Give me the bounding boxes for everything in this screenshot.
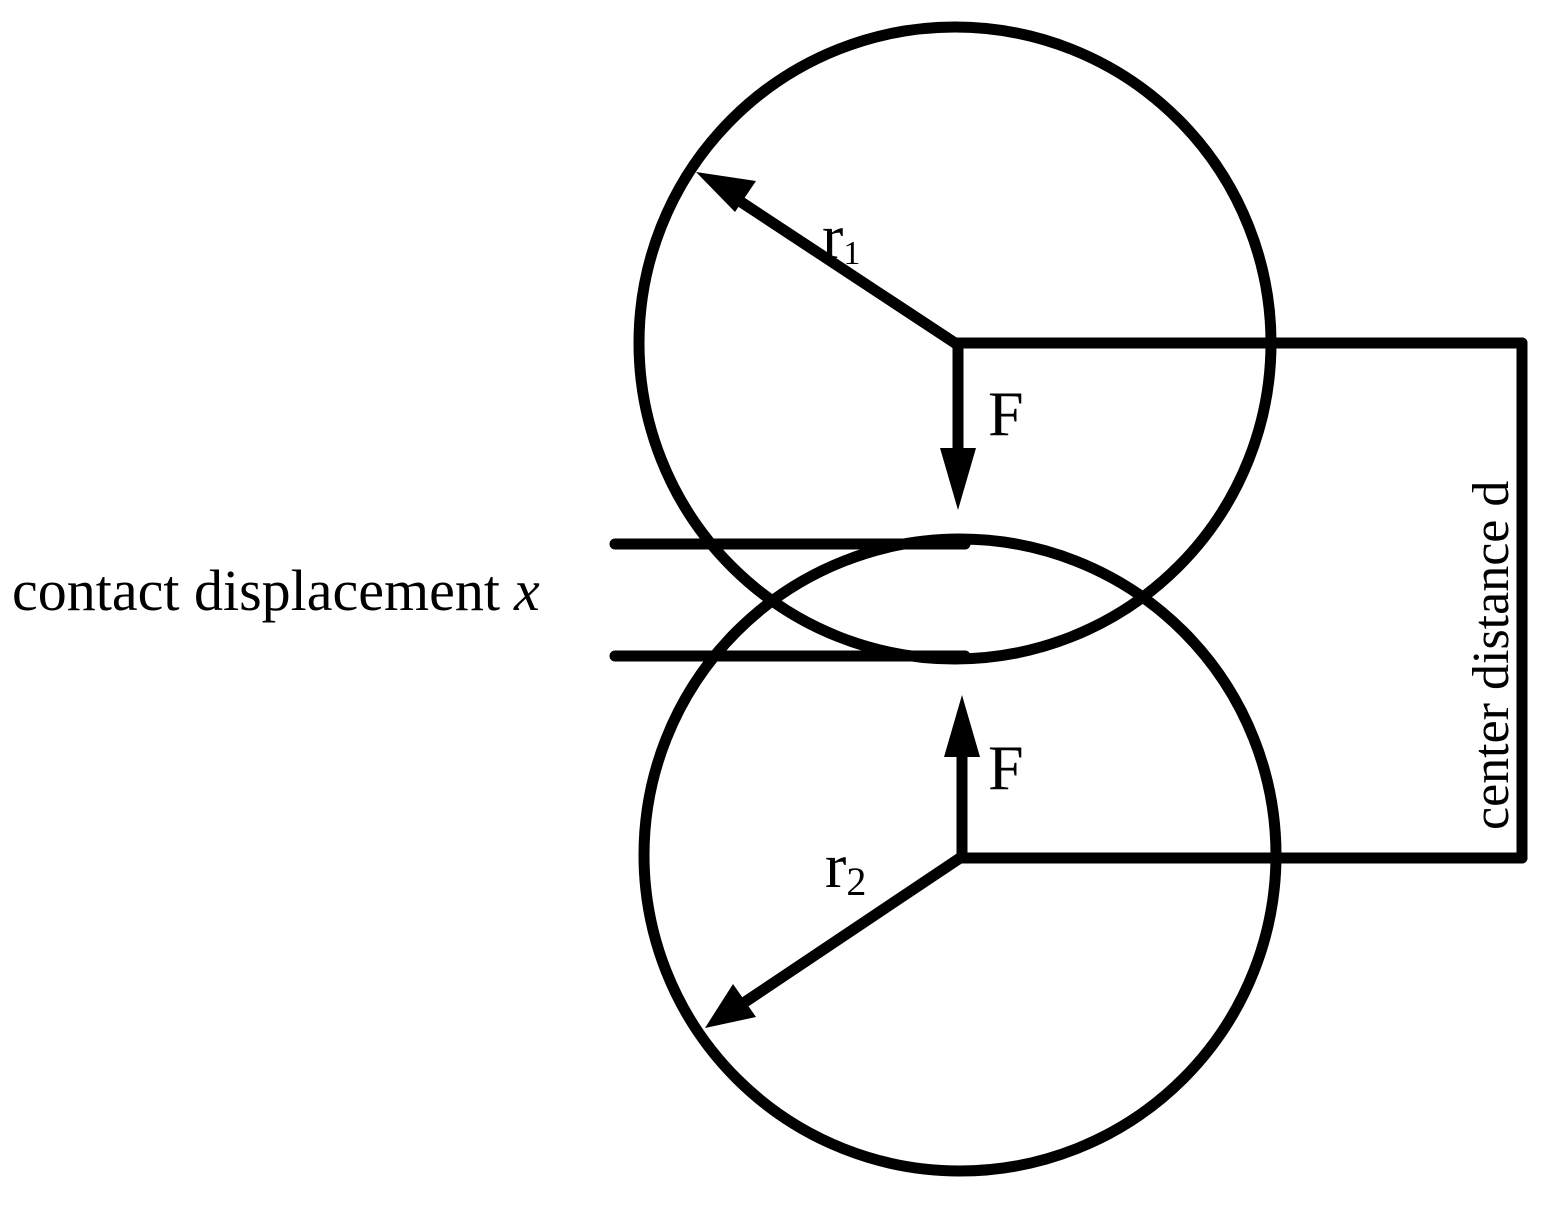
r2-label: r2 — [825, 830, 866, 904]
radius-r2-arrowhead — [705, 984, 756, 1028]
radius-r2-line — [739, 852, 966, 1008]
force-top-label: F — [988, 378, 1024, 449]
force-arrow-top-head — [940, 448, 976, 510]
center-distance-label: center distance d — [1463, 481, 1520, 830]
r1-label: r1 — [822, 201, 860, 272]
radius-r1-arrowhead — [696, 172, 756, 212]
force-bottom-label: F — [988, 732, 1024, 803]
force-arrow-bottom-head — [944, 695, 980, 757]
radius-r1-line — [729, 192, 961, 349]
